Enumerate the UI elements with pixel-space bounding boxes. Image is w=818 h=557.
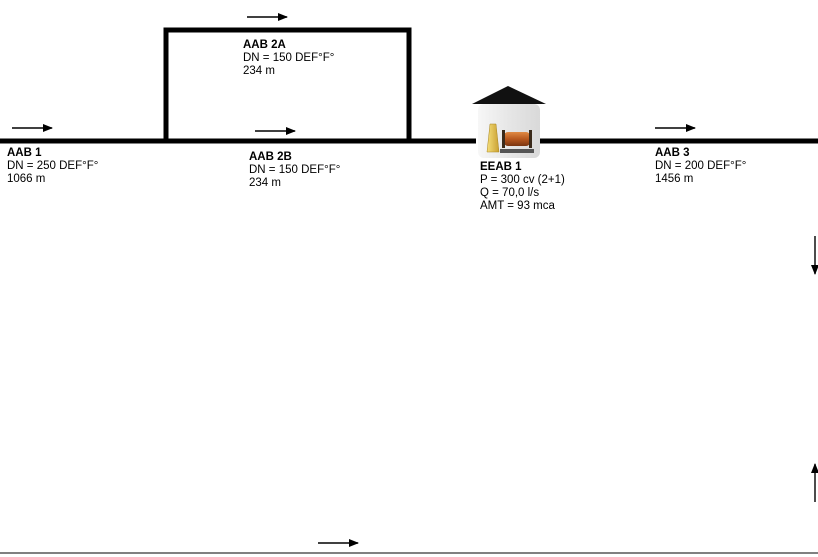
pipe-length: 1066 m [7,173,46,185]
station-name: EEAB 1 [480,161,522,173]
pipe-diameter: DN = 150 DEF°F° [249,164,341,176]
pump-station-icon [472,86,546,158]
pipe-name: AAB 2B [249,151,292,163]
label-aab3: AAB 3 DN = 200 DEF°F° 1456 m [655,147,746,186]
pipe-length: 1456 m [655,173,694,185]
label-eeab1: EEAB 1 P = 300 cv (2+1) Q = 70,0 l/s AMT… [480,161,565,213]
pipe-name: AAB 2A [243,39,286,51]
station-power: P = 300 cv (2+1) [480,174,565,186]
pump-body [486,123,500,153]
label-aab1: AAB 1 DN = 250 DEF°F° 1066 m [7,147,98,186]
label-aab2b: AAB 2B DN = 150 DEF°F° 234 m [249,151,340,190]
label-aab2a: AAB 2A DN = 150 DEF°F° 234 m [243,39,334,78]
pipe-length: 234 m [243,65,275,77]
station-head: AMT = 93 mca [480,200,555,212]
pipe-length: 234 m [249,177,281,189]
pump-motor [504,132,530,146]
pump-base [500,149,534,153]
pipe-name: AAB 3 [655,147,690,159]
pipe-diameter: DN = 150 DEF°F° [243,52,335,64]
station-roof [472,86,546,104]
pipe-aab2a [163,27,412,141]
pump-flange-right [529,130,532,148]
pipe-name: AAB 1 [7,147,42,159]
pump-flange-left [502,130,505,148]
pipe-diameter: DN = 200 DEF°F° [655,160,747,172]
station-flow: Q = 70,0 l/s [480,187,540,199]
pipe-diameter: DN = 250 DEF°F° [7,160,99,172]
